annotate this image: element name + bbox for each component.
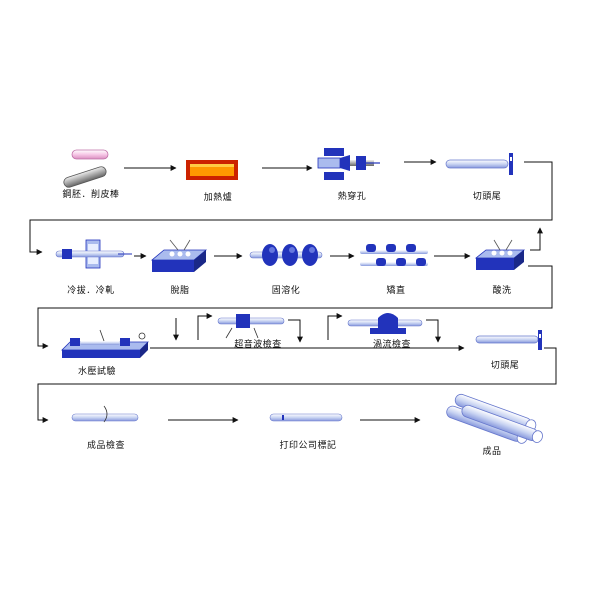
- eddy-current-icon: [347, 313, 423, 334]
- label-billet: 鋼胚．削皮棒: [62, 190, 120, 200]
- solution-anneal-icon: [249, 244, 323, 266]
- heating-furnace-icon: [186, 160, 238, 180]
- label-cut-tail-1: 切頭尾: [472, 192, 502, 202]
- label-cold-draw-roll: 冷拔．冷軋: [67, 286, 115, 296]
- cut-tail-icon-2: [475, 330, 542, 350]
- label-degrease: 脫脂: [170, 286, 190, 296]
- label-hydro-test: 水壓試驗: [77, 367, 117, 377]
- label-straighten: 矯直: [386, 286, 406, 296]
- pickling-tank-icon: [474, 239, 526, 270]
- label-marking: 打印公司標記: [279, 441, 337, 451]
- label-pickle: 酸洗: [492, 286, 512, 296]
- piercing-mill-icon: [317, 148, 380, 180]
- cut-tail-icon: [445, 153, 513, 175]
- straightening-icon: [360, 244, 428, 266]
- label-final-inspect: 成品檢查: [86, 441, 126, 451]
- company-marking-icon: [269, 413, 343, 422]
- label-piercing: 熱穿孔: [337, 192, 367, 202]
- hydro-test-icon: [61, 329, 149, 358]
- cold-draw-roll-icon: [55, 239, 132, 269]
- label-eddy: 渦流檢查: [372, 340, 412, 350]
- label-ultrasonic: 超音波檢查: [234, 340, 282, 350]
- label-cut-tail-2: 切頭尾: [490, 361, 520, 371]
- ultrasonic-inspect-icon: [217, 314, 285, 339]
- label-heating: 加熱爐: [203, 193, 233, 203]
- final-inspection-icon: [71, 405, 139, 423]
- label-product: 成品: [482, 447, 502, 457]
- degrease-tank-icon: [150, 239, 208, 272]
- label-solution: 固溶化: [271, 286, 301, 296]
- billet-icon: [63, 149, 109, 188]
- finished-product-icon: [446, 393, 543, 444]
